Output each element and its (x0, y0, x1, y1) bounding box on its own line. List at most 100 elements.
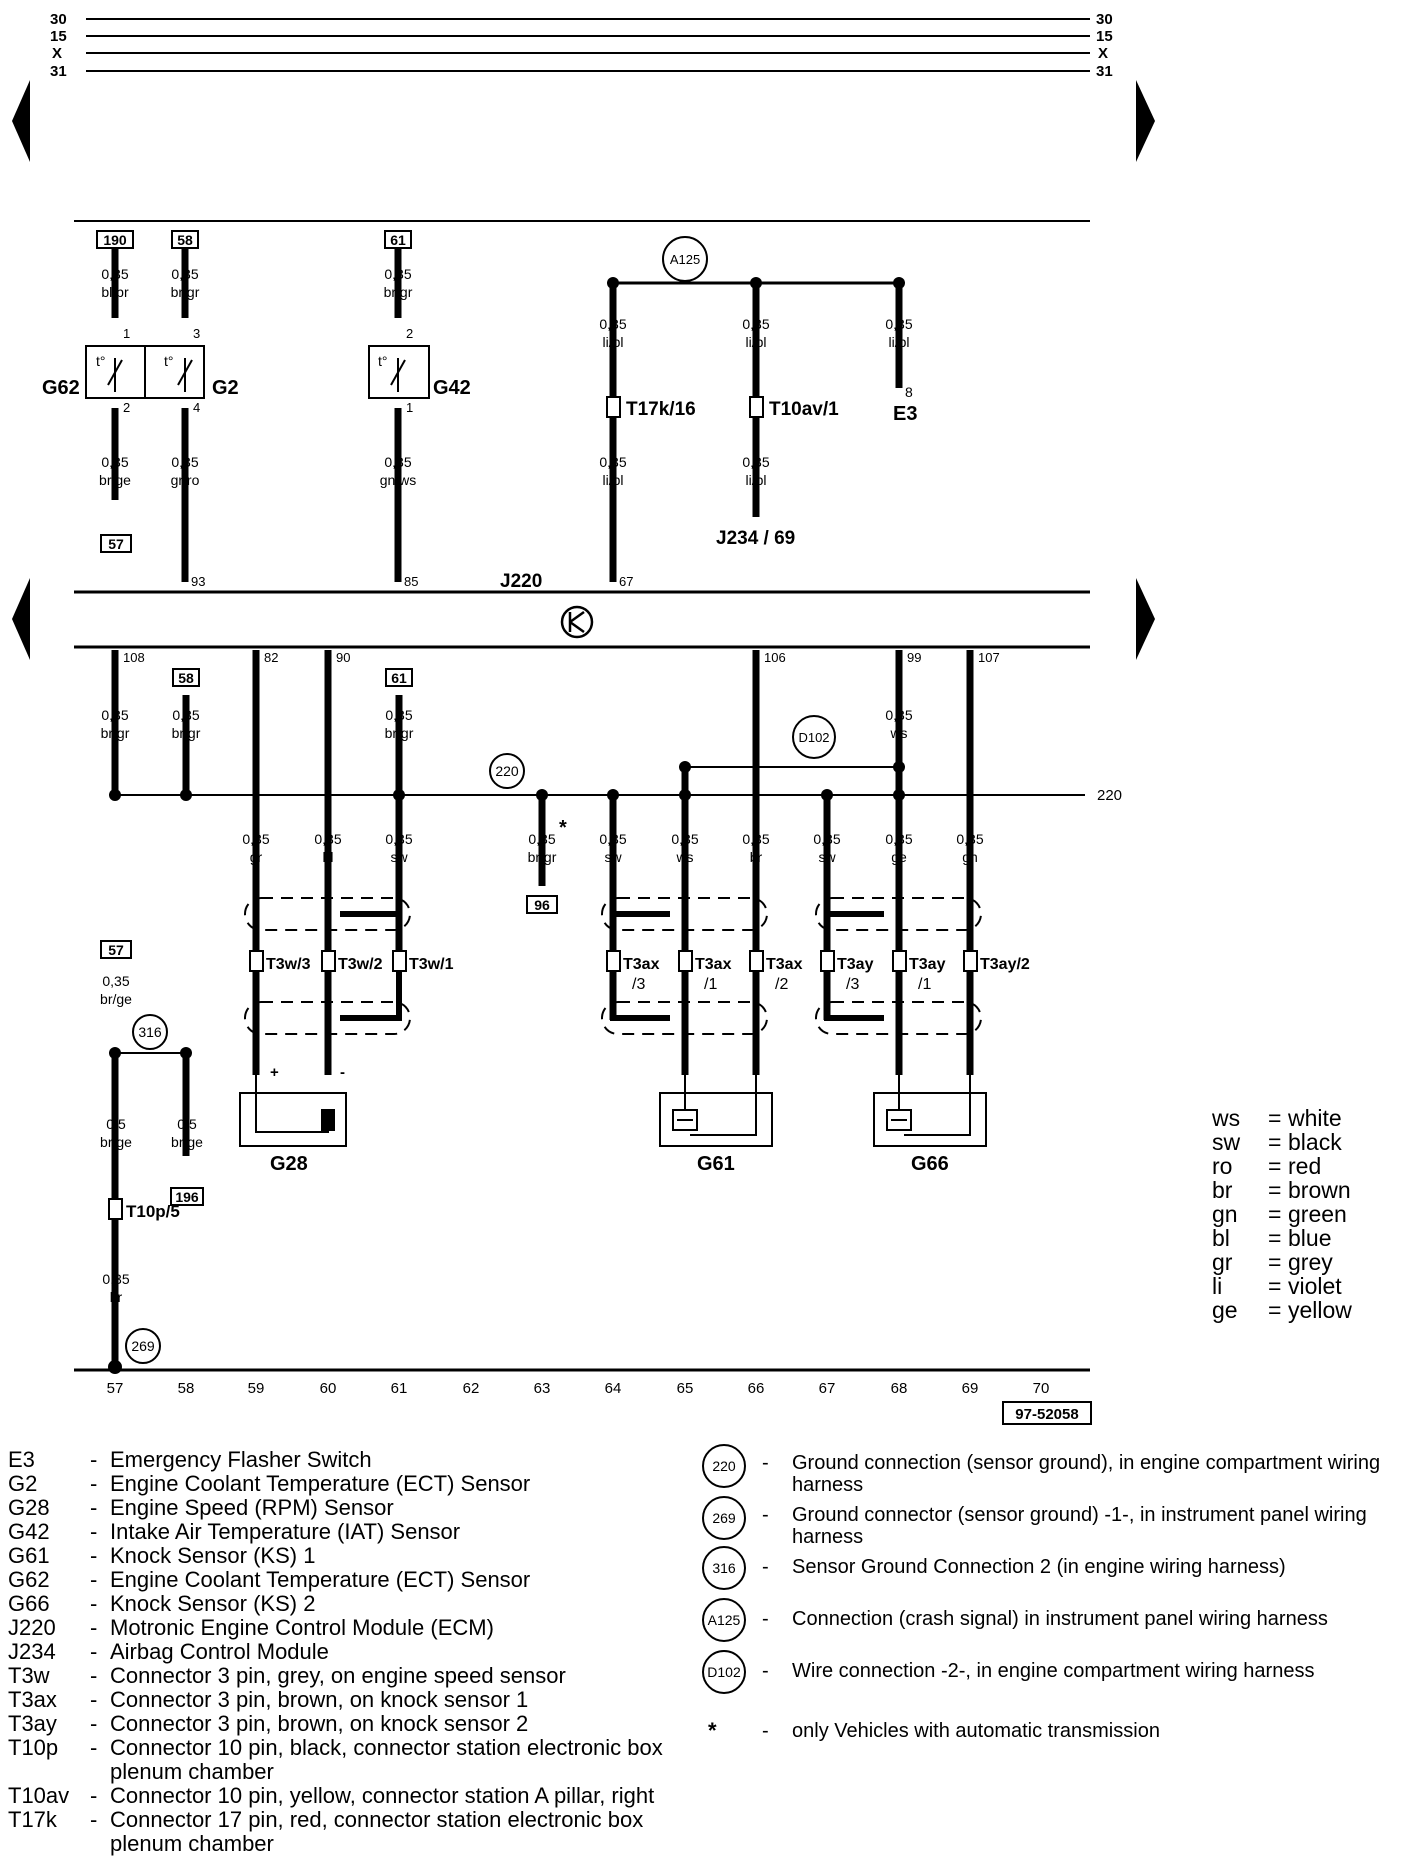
prev-page-arrow-icon[interactable] (12, 80, 30, 162)
svg-text:0,35: 0,35 (101, 707, 128, 723)
svg-text:gn: gn (962, 849, 978, 865)
color-name: brown (1288, 1177, 1351, 1203)
top-junctions (607, 277, 905, 289)
ground-legend-row: 316 -Sensor Ground Connection 2 (in engi… (686, 1546, 1406, 1608)
prev-page-arrow-icon[interactable] (12, 578, 30, 660)
svg-text:bl: bl (323, 849, 334, 865)
bottom-wires (111, 650, 974, 1367)
shield-drain-wires (340, 911, 884, 1021)
svg-text:li/bl: li/bl (888, 334, 909, 350)
bottom-junctions (108, 761, 905, 1374)
svg-text:T3w/3: T3w/3 (266, 956, 311, 973)
wiring-diagram: 30 15 X 31 30 15 X 31 J220 (12, 11, 1155, 1425)
rail-label: 15 (1096, 28, 1113, 45)
svg-text:63: 63 (534, 1380, 551, 1397)
pin-number: 67 (619, 574, 633, 589)
svg-text:0,35: 0,35 (885, 316, 912, 332)
next-page-arrow-icon[interactable] (1136, 80, 1155, 162)
ref-box: 58 (177, 232, 193, 248)
rail-label: 30 (50, 11, 67, 28)
ground-legend: 220 -Ground connection (sensor ground), … (686, 1444, 1406, 1750)
color-abbr: ro (1212, 1153, 1233, 1179)
color-name: black (1288, 1129, 1342, 1155)
figure-id: 97-52058 (1015, 1406, 1078, 1423)
thermometer-icon: t° (96, 353, 106, 369)
ground-symbol-icon: A125 (702, 1598, 746, 1642)
component-legend: E3-Emergency Flasher Switch G2-Engine Co… (8, 1448, 688, 1856)
svg-text:0,35: 0,35 (102, 973, 129, 989)
ground-symbol-icon: 220 (702, 1444, 746, 1488)
color-legend-row: sw=black (1212, 1129, 1342, 1155)
svg-text:li/bl: li/bl (602, 334, 623, 350)
svg-text:sw: sw (390, 849, 408, 865)
color-legend-row: gn=green (1212, 1201, 1347, 1227)
ground-legend-row: D102 -Wire connection -2-, in engine com… (686, 1650, 1406, 1720)
color-legend-row: li=violet (1212, 1273, 1342, 1299)
connector-label: T10av/1 (769, 399, 839, 420)
wire-color-legend: ws=white sw=black ro=red br=brown gn=gre… (1212, 1106, 1352, 1322)
svg-text:br/gr: br/gr (101, 725, 130, 741)
svg-text:60: 60 (320, 1380, 337, 1397)
svg-text:/2: /2 (775, 976, 788, 993)
legend-row: E3-Emergency Flasher Switch (8, 1447, 372, 1472)
svg-text:70: 70 (1033, 1380, 1050, 1397)
color-legend-row: br=brown (1212, 1177, 1351, 1203)
svg-text:68: 68 (891, 1380, 908, 1397)
svg-text:0,35: 0,35 (956, 831, 983, 847)
color-name: violet (1288, 1273, 1342, 1299)
ground-legend-row: * -only Vehicles with automatic transmis… (708, 1718, 1160, 1743)
svg-text:gr: gr (250, 849, 263, 865)
ref-box: 190 (103, 232, 127, 248)
cable-shields (244, 897, 982, 1035)
rail-label: 30 (1096, 11, 1113, 28)
ground-316-symbol (132, 1014, 168, 1050)
ground-legend-row: A125 -Connection (crash signal) in instr… (686, 1598, 1406, 1660)
svg-text:T3ax: T3ax (623, 956, 660, 973)
svg-text:0,35: 0,35 (101, 266, 128, 282)
g2-label: G2 (212, 377, 239, 399)
svg-text:/3: /3 (632, 976, 645, 993)
svg-text:T3ay: T3ay (837, 956, 874, 973)
svg-text:59: 59 (248, 1380, 265, 1397)
ground-symbol-icon: 269 (702, 1496, 746, 1540)
ground-legend-row: 220 -Ground connection (sensor ground), … (686, 1444, 1406, 1504)
svg-text:ge: ge (891, 849, 907, 865)
color-name: red (1288, 1153, 1322, 1179)
legend-row: G42-Intake Air Temperature (IAT) Sensor (8, 1519, 461, 1544)
ground-220-label: 220 (495, 763, 519, 779)
svg-text:0,35: 0,35 (885, 707, 912, 723)
pin-number: 2 (406, 326, 413, 341)
svg-text:0,35: 0,35 (101, 454, 128, 470)
svg-text:/1: /1 (918, 976, 931, 993)
color-abbr: bl (1212, 1225, 1230, 1251)
svg-text:0,35: 0,35 (599, 454, 626, 470)
svg-text:/1: /1 (704, 976, 717, 993)
rail-labels-right: 30 15 X 31 (1096, 11, 1113, 80)
svg-text:0,35: 0,35 (742, 831, 769, 847)
legend-row: T3ay-Connector 3 pin, brown, on knock se… (8, 1711, 529, 1736)
g61-label: G61 (697, 1153, 735, 1175)
connector-label: T17k/16 (626, 399, 696, 420)
legend-row: J220-Motronic Engine Control Module (ECM… (8, 1615, 494, 1640)
svg-text:0,5: 0,5 (177, 1116, 197, 1132)
svg-text:li/bl: li/bl (602, 472, 623, 488)
legend-row: T17k-Connector 17 pin, red, connector st… (8, 1807, 644, 1856)
track-numbers: 57 58 59 60 61 62 63 64 65 66 67 68 69 7… (107, 1380, 1050, 1397)
svg-text:br/gr: br/gr (528, 849, 557, 865)
j234-label: J234 / 69 (716, 528, 795, 549)
svg-text:69: 69 (962, 1380, 979, 1397)
next-page-arrow-icon[interactable] (1136, 578, 1155, 660)
color-legend-row: ge=yellow (1212, 1297, 1352, 1323)
minus-terminal: - (340, 1064, 345, 1081)
svg-text:0,35: 0,35 (384, 454, 411, 470)
ground-220-right-label: 220 (1097, 787, 1122, 804)
figure-id-box (1002, 1401, 1092, 1425)
svg-text:ws: ws (675, 849, 693, 865)
rail-label: X (52, 45, 62, 62)
svg-text:br/ge: br/ge (171, 1134, 203, 1150)
connector-icon (606, 396, 764, 418)
ground-symbol-icon: 316 (702, 1546, 746, 1590)
legend-row: G28-Engine Speed (RPM) Sensor (8, 1495, 394, 1520)
ecm-j220: J220 (74, 571, 1090, 649)
svg-text:li/bl: li/bl (745, 472, 766, 488)
